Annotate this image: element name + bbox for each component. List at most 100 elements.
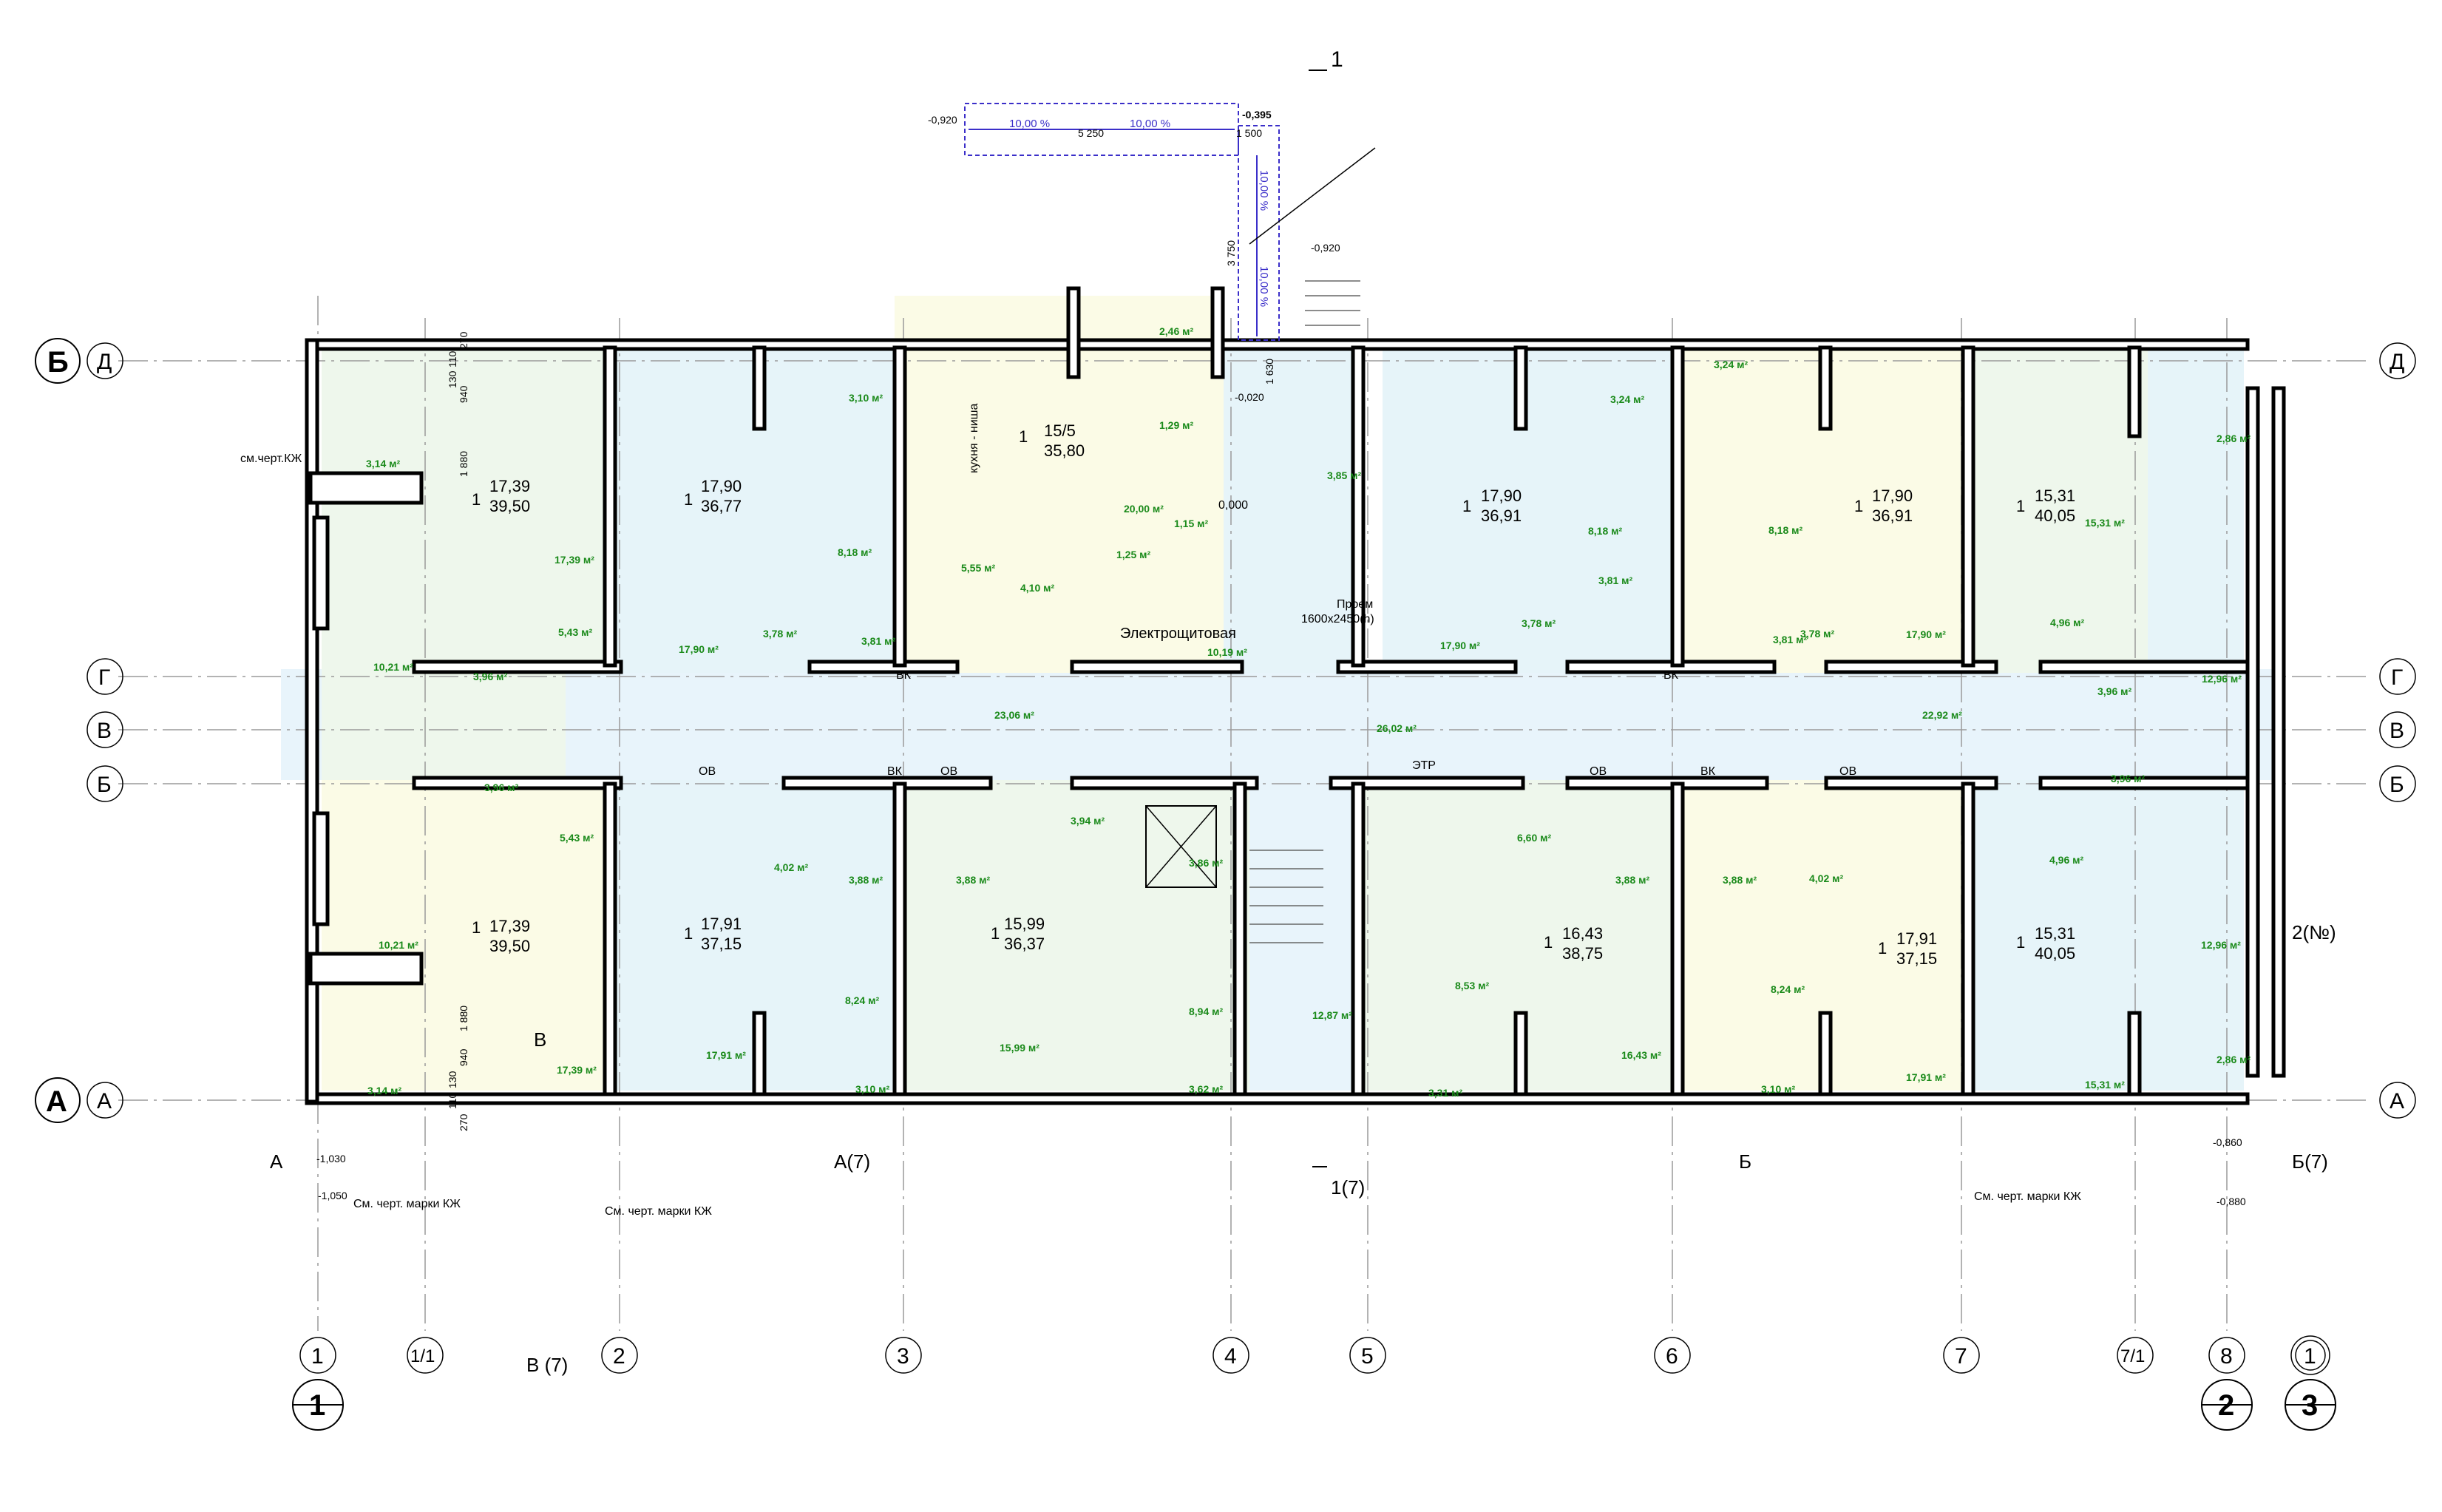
svg-text:110: 110 (447, 1092, 458, 1109)
svg-text:3,81 м²: 3,81 м² (1598, 574, 1632, 586)
electro-room-label: Электрощитовая (1120, 626, 1236, 642)
svg-text:3,85 м²: 3,85 м² (1327, 469, 1361, 481)
svg-text:2: 2 (2218, 1389, 2234, 1422)
svg-text:7: 7 (1955, 1344, 1967, 1369)
svg-text:37,15: 37,15 (701, 935, 742, 953)
ov-label: ОВ (699, 765, 716, 778)
svg-text:3,86 м²: 3,86 м² (1189, 857, 1223, 869)
svg-text:В: В (534, 1028, 546, 1051)
svg-text:3,31 м²: 3,31 м² (1428, 1087, 1462, 1099)
svg-text:17,90 м²: 17,90 м² (1440, 640, 1480, 651)
svg-text:4,96 м²: 4,96 м² (2049, 854, 2083, 866)
svg-text:39,50: 39,50 (489, 497, 530, 515)
svg-text:130: 130 (447, 370, 458, 388)
svg-text:-0,880: -0,880 (2217, 1196, 2246, 1207)
svg-text:Г: Г (2391, 665, 2403, 690)
svg-text:3,24 м²: 3,24 м² (1610, 393, 1644, 405)
svg-text:40,05: 40,05 (2035, 506, 2075, 525)
svg-text:17,91 м²: 17,91 м² (706, 1049, 746, 1061)
col-axis-7-1: 7/1 (2117, 1337, 2154, 1374)
svg-text:Б: Б (2390, 773, 2404, 797)
svg-text:17,39: 17,39 (489, 477, 530, 495)
kitchen-niche-label: кухня - ниша (968, 403, 980, 473)
svg-text:5,43 м²: 5,43 м² (558, 626, 592, 638)
misc-labels: кухня - ниша Электрощитовая Проем 1600x2… (240, 403, 2081, 1218)
svg-text:5,43 м²: 5,43 м² (560, 832, 594, 844)
svg-text:17,39 м²: 17,39 м² (557, 1064, 597, 1076)
row-axis-markers: Б А Д Д Г Г В В Б Б А (35, 338, 2416, 1123)
svg-text:10,21 м²: 10,21 м² (373, 661, 413, 673)
col-axis-1-1: 1/1 (407, 1337, 444, 1374)
svg-text:6,60 м²: 6,60 м² (1517, 832, 1551, 844)
svg-text:8,18 м²: 8,18 м² (1588, 525, 1622, 537)
svg-text:17,91 м²: 17,91 м² (1906, 1071, 1946, 1083)
svg-text:36,91: 36,91 (1872, 506, 1913, 525)
walls (305, 286, 2286, 1105)
svg-text:2: 2 (613, 1344, 625, 1369)
svg-text:10,21 м²: 10,21 м² (379, 939, 418, 951)
svg-text:17,91: 17,91 (701, 915, 742, 933)
svg-text:-1,050: -1,050 (318, 1190, 347, 1201)
svg-text:6: 6 (1666, 1344, 1678, 1369)
svg-text:Б: Б (97, 773, 112, 797)
sheet-markers: 1 2 3 1 2(№) (292, 921, 2336, 1431)
svg-text:3,78 м²: 3,78 м² (1800, 628, 1834, 640)
section-mark-big-a: А (46, 1085, 67, 1118)
svg-text:17,90: 17,90 (1872, 487, 1913, 505)
svg-text:17,39: 17,39 (489, 917, 530, 935)
svg-text:3,78 м²: 3,78 м² (763, 628, 797, 640)
vk-label: ВК (896, 669, 912, 682)
svg-text:10,00 %: 10,00 % (1258, 170, 1270, 211)
row-axis-a: А А (87, 1082, 2416, 1119)
svg-text:16,43: 16,43 (1562, 924, 1603, 943)
svg-text:1: 1 (2016, 497, 2025, 515)
svg-text:3: 3 (2302, 1389, 2318, 1422)
svg-text:В (7): В (7) (526, 1354, 568, 1376)
svg-text:8,24 м²: 8,24 м² (1771, 983, 1805, 995)
svg-text:15,31: 15,31 (2035, 487, 2075, 505)
svg-text:26,02 м²: 26,02 м² (1377, 722, 1417, 734)
svg-text:Б: Б (1739, 1150, 1751, 1173)
svg-text:Г: Г (98, 665, 110, 690)
svg-text:3,88 м²: 3,88 м² (1615, 874, 1649, 886)
svg-text:1: 1 (2016, 933, 2025, 952)
svg-text:36,77: 36,77 (701, 497, 742, 515)
svg-text:4: 4 (1224, 1344, 1237, 1369)
svg-text:8,18 м²: 8,18 м² (1768, 524, 1802, 536)
col-axis-1: 1 (299, 1337, 336, 1374)
svg-text:1: 1 (1544, 933, 1553, 952)
svg-text:12,96 м²: 12,96 м² (2202, 673, 2242, 685)
svg-text:1: 1 (684, 490, 693, 509)
svg-text:37,15: 37,15 (1896, 949, 1937, 968)
col-axis-3: 3 (885, 1337, 922, 1374)
svg-text:2,86 м²: 2,86 м² (2217, 433, 2251, 444)
see-kzh-1: см.черт.КЖ (240, 452, 302, 465)
svg-text:17,90: 17,90 (1481, 487, 1522, 505)
svg-text:8,94 м²: 8,94 м² (1189, 1006, 1223, 1017)
svg-text:8,24 м²: 8,24 м² (845, 994, 879, 1006)
svg-text:1: 1 (1019, 427, 1028, 446)
svg-text:36,37: 36,37 (1004, 935, 1045, 953)
svg-text:Д: Д (2390, 350, 2404, 374)
col-axis-4: 4 (1212, 1337, 1249, 1374)
svg-text:3,14 м²: 3,14 м² (367, 1085, 401, 1096)
svg-text:1/1: 1/1 (410, 1346, 435, 1366)
dimension-annotations: 270 110 130 940 1 880 1 880 940 130 110 … (447, 331, 469, 1131)
etr-label: ЭТР (1412, 759, 1436, 772)
row-axis-g: Г Г (87, 658, 2416, 695)
svg-text:3,96 м²: 3,96 м² (473, 671, 507, 682)
svg-text:17,90: 17,90 (701, 477, 742, 495)
svg-text:17,91: 17,91 (1896, 929, 1937, 948)
svg-text:5: 5 (1361, 1344, 1374, 1369)
svg-text:23,06 м²: 23,06 м² (994, 709, 1034, 721)
svg-text:3,10 м²: 3,10 м² (855, 1083, 889, 1095)
svg-text:3,62 м²: 3,62 м² (1189, 1083, 1223, 1095)
svg-text:3,96 м²: 3,96 м² (484, 782, 518, 793)
svg-text:В: В (97, 719, 112, 743)
stair-shaft (1145, 280, 1360, 943)
svg-text:-0,920: -0,920 (1311, 242, 1340, 254)
